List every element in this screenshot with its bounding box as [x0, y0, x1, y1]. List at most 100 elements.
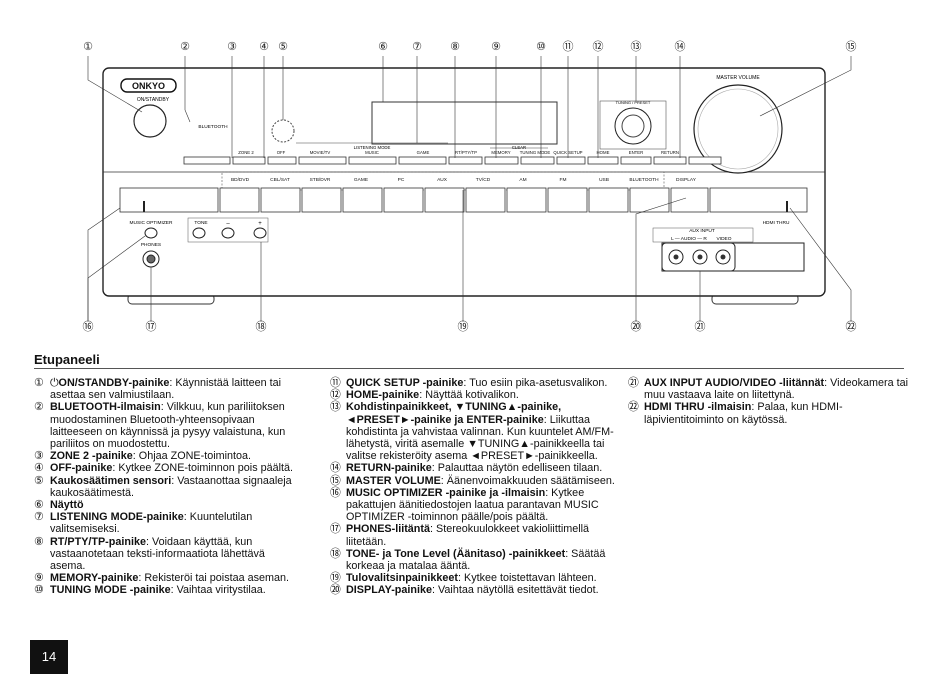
- tone-label: TONE: [194, 220, 207, 226]
- callout-15: ⑮: [846, 40, 857, 53]
- callout-1: ①: [83, 41, 93, 53]
- item-text: : Vaihtaa viritystilaa.: [170, 584, 266, 597]
- tone-minus-button[interactable]: [221, 227, 235, 239]
- label-off: OFF: [277, 150, 286, 155]
- item-term: OFF-painike: [50, 462, 113, 475]
- label-home: HOME: [597, 150, 610, 155]
- item-text: : Liikuttaa kohdistinta ja vahvistaa val…: [346, 413, 614, 463]
- bluetooth-input-button[interactable]: [629, 187, 670, 213]
- zone2-button[interactable]: [183, 156, 231, 165]
- item-term: RETURN-painike: [346, 462, 432, 475]
- item-text: : Palauttaa näytön edelliseen tilaan.: [431, 462, 603, 475]
- item-text: : Kuuntelutilan valitsemiseksi.: [50, 511, 253, 536]
- description-column-1: ①⏻ON/STANDBY-painike: Käynnistää laittee…: [34, 377, 296, 597]
- fm-button[interactable]: [547, 187, 588, 213]
- item-number: ⑱: [330, 547, 341, 560]
- label-zone2: ZONE 2: [238, 150, 254, 155]
- am-button[interactable]: [506, 187, 547, 213]
- item-term: QUICK SETUP -painike: [346, 377, 464, 389]
- input-button-labels: BD/DVD CBL/SAT STB/DVR GAME PC AUX TV/CD…: [231, 177, 697, 183]
- aux-audio-label: L — AUDIO — R: [671, 236, 707, 242]
- music-optimizer-button[interactable]: [144, 227, 158, 239]
- label-pc: PC: [398, 177, 405, 183]
- power-icon: ⏻: [50, 377, 59, 389]
- label-display: DISPLAY: [676, 177, 697, 183]
- callout-13: ⑬: [631, 40, 642, 53]
- item-number: ①: [34, 377, 44, 389]
- item-term: MEMORY-painike: [50, 572, 139, 585]
- label-bd-dvd: BD/DVD: [231, 177, 250, 183]
- music-button[interactable]: [348, 156, 397, 165]
- cbl-sat-button[interactable]: [260, 187, 301, 213]
- bd-dvd-button[interactable]: [219, 187, 260, 213]
- tv-cd-button[interactable]: [465, 187, 506, 213]
- enter-center[interactable]: [621, 114, 645, 138]
- phones-label: PHONES: [141, 242, 161, 248]
- memory-button[interactable]: [484, 156, 519, 165]
- callout-17: ⑰: [146, 320, 157, 333]
- game-button[interactable]: [398, 156, 447, 165]
- item-text: : Äänenvoimakkuuden säätämiseen.: [440, 474, 615, 487]
- list-item: ①⏻ON/STANDBY-painike: Käynnistää laittee…: [34, 377, 296, 401]
- return-button[interactable]: [653, 156, 687, 165]
- home-button[interactable]: [587, 156, 619, 165]
- movie-tv-button[interactable]: [298, 156, 347, 165]
- usb-button[interactable]: [588, 187, 629, 213]
- item-term: MASTER VOLUME: [346, 474, 441, 487]
- quick-setup-button[interactable]: [556, 156, 586, 165]
- item-number: ⑰: [330, 523, 341, 536]
- item-term: ZONE 2 -painike: [50, 450, 133, 463]
- off2-button[interactable]: [267, 156, 297, 165]
- item-term: RT/PTY/TP-painike: [50, 535, 146, 548]
- master-volume-knob[interactable]: [693, 84, 783, 174]
- tuning-mode-button[interactable]: [520, 156, 555, 165]
- label-bluetooth-input: BLUETOOTH: [629, 177, 659, 183]
- item-text: : Vilkkuu, kun pariliitoksen muodostamin…: [50, 401, 286, 451]
- leader-lines: [87, 56, 852, 322]
- on-standby-button[interactable]: [133, 104, 167, 138]
- tone-button[interactable]: [192, 227, 206, 239]
- item-text: : Kytkee toistettavan lähteen.: [458, 572, 597, 585]
- list-item: ⑩ TUNING MODE -painike: Vaihtaa viritysti…: [34, 584, 296, 596]
- item-term: DISPLAY-painike: [346, 584, 433, 597]
- page-number: 14: [30, 640, 68, 674]
- rt-pty-tp-button[interactable]: [448, 156, 483, 165]
- item-text: : Voidaan käyttää, kun vastaanotetaan te…: [50, 535, 265, 573]
- game-input-button[interactable]: [342, 187, 383, 213]
- music-optimizer-bar[interactable]: [119, 187, 219, 213]
- item-term: TUNING MODE -painike: [50, 584, 171, 597]
- list-item: ⑮ MASTER VOLUME: Äänenvoimakkuuden säätäm…: [330, 475, 615, 487]
- off-button[interactable]: [232, 156, 266, 165]
- item-number: ⑩: [34, 584, 44, 597]
- label-tuning-mode: TUNING MODE: [520, 150, 551, 155]
- enter-button[interactable]: [620, 156, 652, 165]
- display-button[interactable]: [670, 187, 709, 213]
- tone-plus-label: +: [258, 221, 262, 227]
- section-title: Etupaneeli: [34, 352, 100, 367]
- hdmi-thru-label: HDMI THRU: [763, 220, 790, 226]
- label-aux: AUX: [437, 177, 448, 183]
- stb-dvr-button[interactable]: [301, 187, 342, 213]
- spare-button[interactable]: [688, 156, 722, 165]
- item-term: BLUETOOTH-ilmaisin: [50, 401, 161, 414]
- tone-minus-label: –: [226, 221, 230, 227]
- tone-plus-button[interactable]: [253, 227, 267, 239]
- label-fm: FM: [560, 177, 567, 183]
- item-number: ⑨: [34, 572, 44, 585]
- item-number: ⑮: [330, 474, 341, 487]
- item-term: Kaukosäätimen sensori: [50, 474, 172, 487]
- remote-sensor: [271, 119, 295, 143]
- item-text: : Palaa, kun HDMI-läpivientitoiminto on …: [644, 401, 843, 426]
- item-text: : Stereokuulokkeet vakioliittimellä liit…: [346, 523, 590, 548]
- aux-button[interactable]: [424, 187, 465, 213]
- display-window: [371, 101, 558, 145]
- pc-button[interactable]: [383, 187, 424, 213]
